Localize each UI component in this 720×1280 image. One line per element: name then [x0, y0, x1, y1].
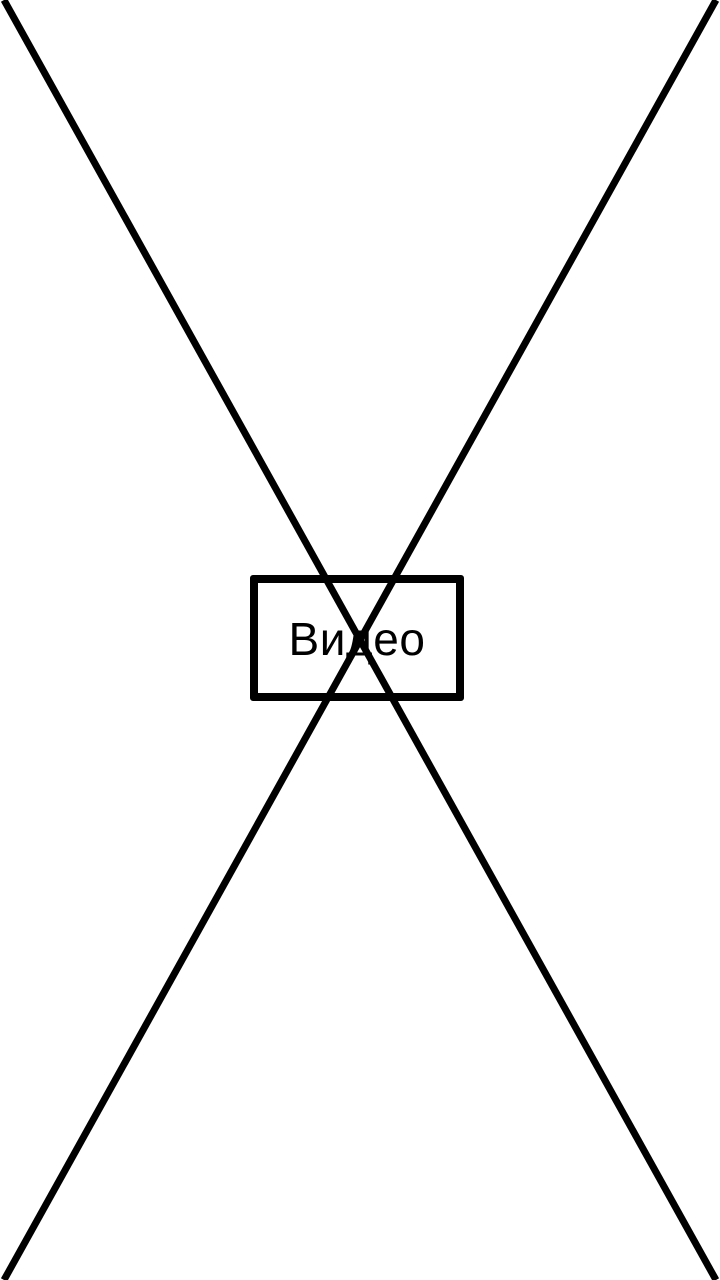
- video-label: Видео: [288, 613, 426, 665]
- video-label-box[interactable]: Видео: [250, 575, 464, 701]
